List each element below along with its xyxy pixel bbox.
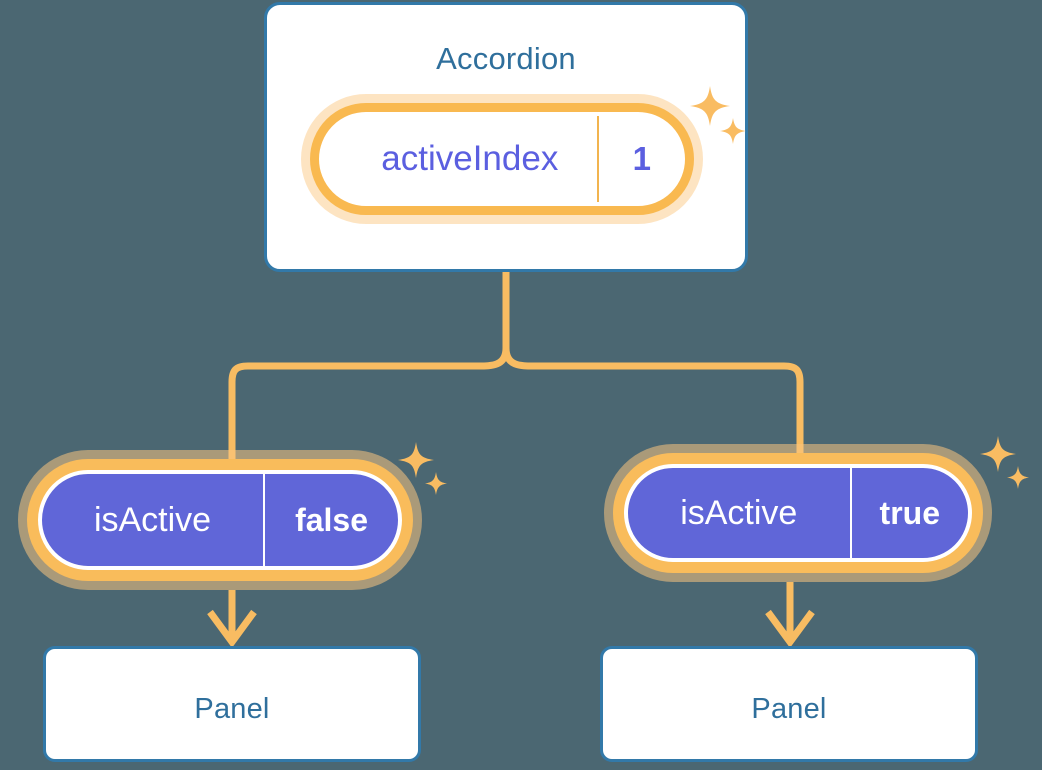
panel-component-card-left[interactable]: Panel [43,646,421,762]
prop-pill-key: isActive [93,500,212,539]
panel-title: Panel [194,693,270,725]
sparkle-icon [978,434,1032,496]
arrow-down-icon [765,582,815,648]
connector-right-branch [502,347,804,464]
prop-pill-key: isActive [680,493,798,532]
prop-pill-value: true [879,494,940,531]
pill-divider [596,116,599,202]
arrow-down-icon [207,590,257,648]
panel-component-card-right[interactable]: Panel [600,646,978,762]
state-pill-value: 1 [632,140,651,177]
panel-title: Panel [751,693,827,725]
sparkle-icon [396,440,450,502]
pill-divider [263,474,266,566]
state-pill-key: activeIndex [381,139,559,178]
prop-pill-isactive-false[interactable]: isActive false [38,470,402,570]
pill-divider [849,468,852,558]
accordion-title: Accordion [436,41,576,76]
state-pill-activeindex[interactable]: activeIndex 1 [310,103,694,215]
prop-pill-value: false [295,501,368,538]
connector-left-branch [228,347,510,470]
prop-pill-isactive-true[interactable]: isActive true [624,464,972,562]
